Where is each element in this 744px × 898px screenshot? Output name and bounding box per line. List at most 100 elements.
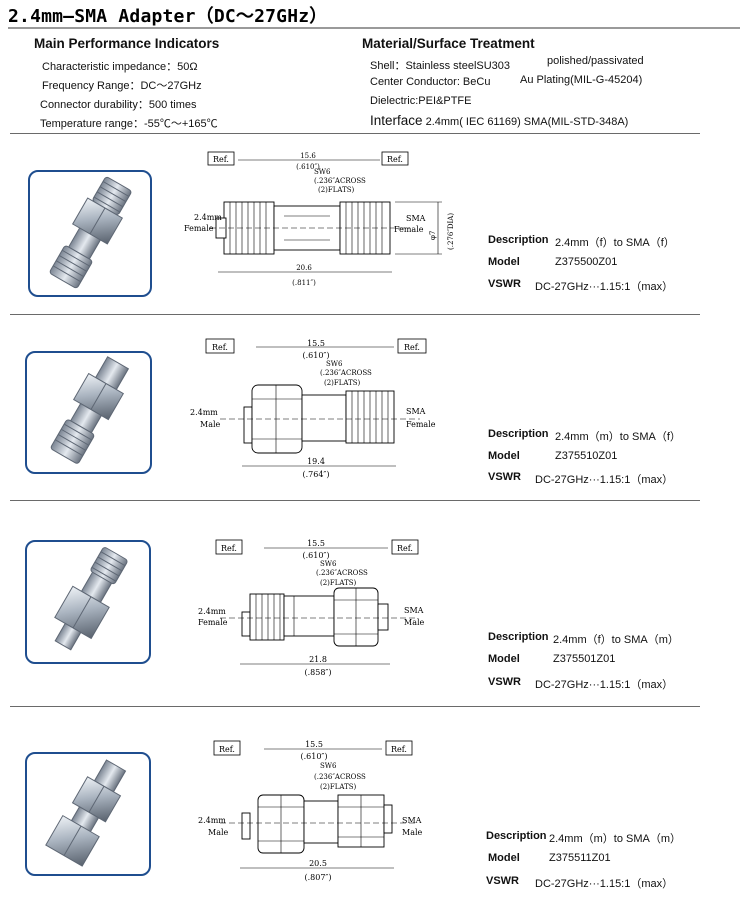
sw-across: (.236″ACROSS	[314, 177, 366, 185]
right-connector-type: SMA	[402, 816, 422, 825]
performance-heading: Main Performance Indicators	[34, 36, 220, 51]
top-dimension: 15.5	[305, 740, 323, 749]
sw-label: SW6	[320, 762, 337, 770]
bottom-dimension: 20.5	[309, 859, 327, 868]
section-divider	[10, 706, 700, 707]
vswr-label: VSWR	[488, 278, 521, 290]
bottom-dimension: 21.8	[309, 655, 327, 664]
right-connector-type: SMA	[404, 606, 424, 615]
top-dimension: 15.5	[307, 539, 325, 548]
ref-label-left: Ref.	[221, 544, 237, 553]
ref-box-left	[215, 539, 243, 555]
vswr-label: VSWR	[488, 471, 521, 483]
top-dimension-inch: (.610″)	[296, 163, 320, 171]
section-divider	[10, 133, 700, 134]
ref-label-right: Ref.	[397, 544, 413, 553]
dimension-drawing: Ref. Ref. 15.5 (.610″) SW6 (.236″ACROSS …	[198, 539, 425, 677]
section-divider	[10, 314, 700, 315]
diameter: φ7	[429, 231, 437, 240]
model-value: Z375500Z01	[555, 256, 618, 268]
model-value: Z375511Z01	[549, 852, 611, 864]
bottom-dimension-inch: (.811″)	[292, 279, 316, 287]
model-label: Model	[488, 653, 520, 665]
ref-box-right	[391, 539, 419, 555]
right-connector-gender: Male	[404, 618, 425, 627]
sw-label: SW6	[314, 168, 331, 176]
left-connector-gender: Female	[184, 224, 214, 233]
bottom-dimension-inch: (.764″)	[302, 470, 329, 479]
right-connector-type: SMA	[406, 407, 426, 416]
material-center: Center Conductor: BeCu	[370, 76, 491, 88]
sw-label: SW6	[320, 560, 337, 568]
description-label: Description	[488, 428, 549, 440]
interface-label: Interface	[370, 113, 423, 128]
vswr-label: VSWR	[486, 875, 519, 887]
vswr-label: VSWR	[488, 676, 521, 688]
material-shell: Shell：Stainless steelSU303	[370, 60, 511, 72]
adapter-image	[45, 759, 127, 867]
model-label: Model	[488, 450, 520, 462]
material-dielectric: Dielectric:PEI&PTFE	[370, 95, 472, 107]
top-dimension-inch: (.610″)	[300, 752, 327, 761]
sw-flats: (2)FLATS)	[324, 379, 361, 387]
product-photo	[28, 170, 152, 297]
product-photo	[25, 752, 151, 876]
model-value: Z375501Z01	[553, 653, 616, 665]
adapter-image	[50, 356, 130, 464]
material-interface: Interface 2.4mm( IEC 61169) SMA(MIL-STD-…	[370, 112, 628, 130]
vswr-value: DC-27GHz···1.15:1（max）	[535, 679, 674, 691]
description-label: Description	[486, 830, 547, 842]
top-dimension: 15.6	[300, 152, 316, 160]
material-heading: Material/Surface Treatment	[362, 36, 535, 51]
bottom-dimension-inch: (.858″)	[304, 668, 331, 677]
dimension-drawing: Ref. Ref. 15.5 (.610″) SW6 (.236″ACROSS …	[198, 740, 423, 882]
sw-flats: (2)FLATS)	[318, 186, 355, 194]
interface-value: 2.4mm( IEC 61169) SMA(MIL-STD-348A)	[422, 116, 629, 128]
vswr-value: DC-27GHz···1.15:1（max）	[535, 281, 674, 293]
dimension-drawing: Ref. Ref. 15.6 (.610″) SW6 (.236″ACROSS …	[184, 151, 455, 287]
left-connector-gender: Male	[208, 828, 229, 837]
left-connector-gender: Female	[198, 618, 228, 627]
model-value: Z375510Z01	[555, 450, 618, 462]
description-value: 2.4mm（m）to SMA（f）	[555, 431, 681, 443]
model-label: Model	[488, 852, 520, 864]
ref-box-right	[385, 740, 413, 756]
bottom-dimension: 19.4	[307, 457, 325, 466]
sw-flats: (2)FLATS)	[320, 783, 357, 791]
ref-label-left: Ref.	[213, 155, 229, 164]
right-connector-gender: Male	[402, 828, 423, 837]
spec-impedance: Characteristic impedance：50Ω	[42, 61, 198, 73]
left-connector-gender: Male	[200, 420, 221, 429]
description-label: Description	[488, 234, 549, 246]
sw-across: (.236″ACROSS	[320, 369, 372, 377]
left-connector-type: 2.4mm	[198, 816, 226, 825]
ref-label-right: Ref.	[404, 343, 420, 352]
adapter-image	[54, 547, 128, 651]
dimension-drawing: Ref. Ref. 15.5 (.610″) SW6 (.236″ACROSS …	[190, 338, 436, 479]
top-dimension-inch: (.610″)	[302, 351, 329, 360]
left-connector-type: 2.4mm	[194, 213, 222, 222]
spec-durability: Connector durability：500 times	[40, 99, 197, 111]
spec-temperature: Temperature range：-55℃～+165℃	[40, 118, 218, 130]
left-connector-type: 2.4mm	[190, 408, 218, 417]
vswr-value: DC-27GHz···1.15:1（max）	[535, 878, 674, 890]
title-underline	[8, 27, 740, 29]
spec-frequency: Frequency Range：DC～27GHz	[42, 80, 202, 92]
material-shell-finish: polished/passivated	[547, 55, 644, 67]
ref-label-right: Ref.	[387, 155, 403, 164]
ref-label-right: Ref.	[391, 745, 407, 754]
bottom-dimension: 20.6	[296, 264, 312, 272]
ref-box-right	[381, 151, 409, 166]
description-value: 2.4mm（f）to SMA（f）	[555, 237, 675, 249]
ref-box-right	[397, 338, 427, 354]
ref-label-left: Ref.	[219, 745, 235, 754]
ref-label-left: Ref.	[212, 343, 228, 352]
ref-box-left	[205, 338, 235, 354]
description-value: 2.4mm（m）to SMA（m）	[549, 833, 682, 845]
right-connector-gender: Female	[394, 225, 424, 234]
description-label: Description	[488, 631, 549, 643]
adapter-image	[49, 176, 132, 289]
product-photo	[25, 351, 152, 474]
product-photo	[25, 540, 151, 664]
right-connector-gender: Female	[406, 420, 436, 429]
